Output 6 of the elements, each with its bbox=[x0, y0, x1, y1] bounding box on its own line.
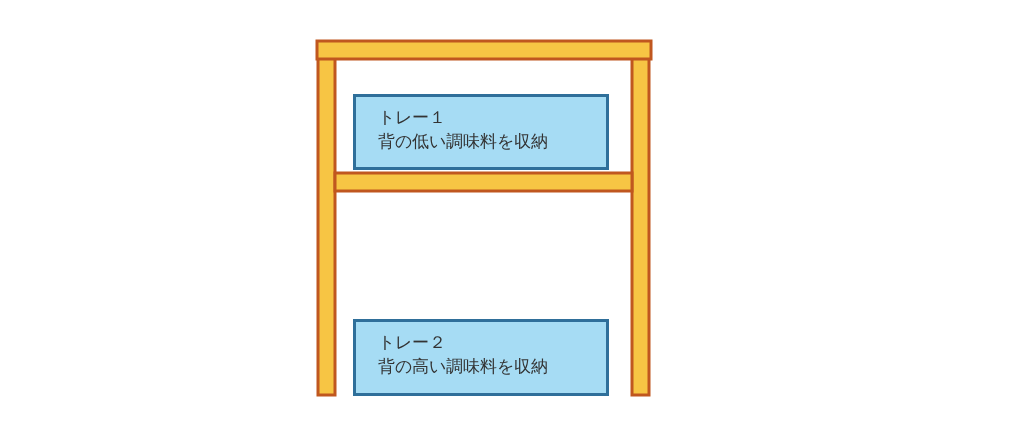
tray-description: 背の低い調味料を収納 bbox=[378, 130, 548, 153]
tray-description: 背の高い調味料を収納 bbox=[378, 355, 548, 378]
tray-title: トレー１ bbox=[378, 106, 446, 129]
tray-box bbox=[353, 319, 609, 396]
tray-title: トレー２ bbox=[378, 331, 446, 354]
tray-box bbox=[353, 94, 609, 170]
